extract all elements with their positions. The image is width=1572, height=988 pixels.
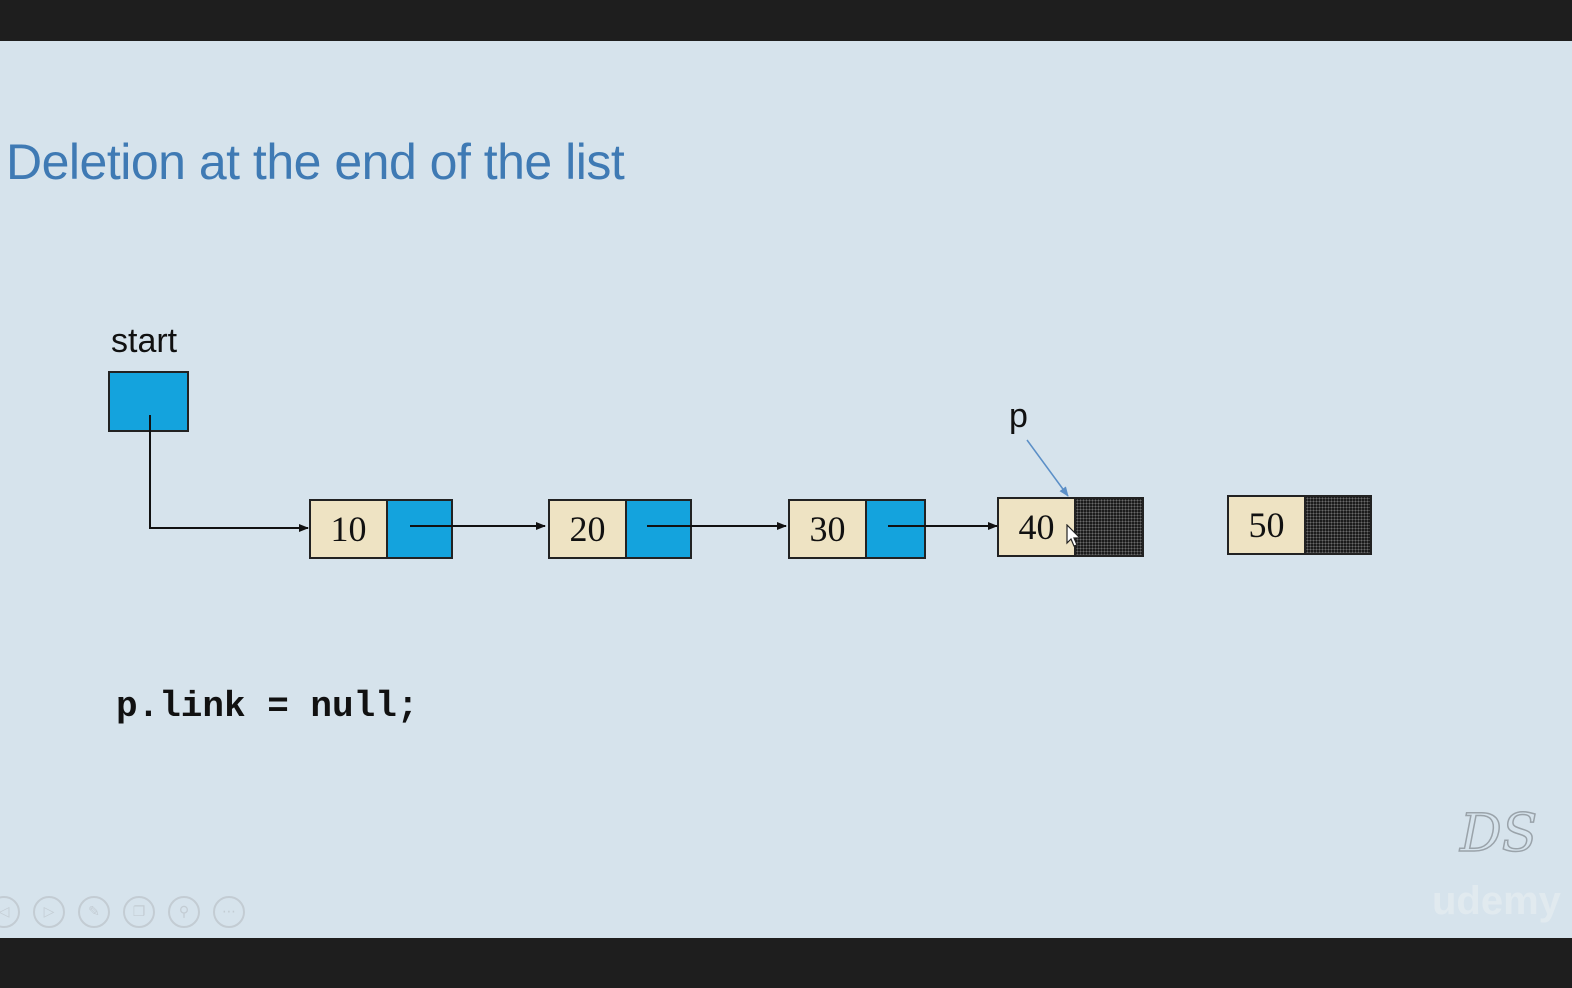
slide-title: Deletion at the end of the list [6,134,625,190]
pointer-p-label: p [1009,397,1028,435]
node-link-null [1306,497,1370,553]
top-letterbox-bar [0,0,1572,41]
node-data: 30 [790,501,867,557]
udemy-watermark: udemy [1432,879,1561,923]
list-node: 10 [309,499,453,559]
code-statement: p.link = null; [116,686,419,727]
connector-arrows [149,415,1069,532]
node-data: 50 [1229,497,1306,553]
ds-watermark-logo: DS [1459,803,1538,865]
slides-icon[interactable]: ❐ [123,896,155,928]
zoom-icon[interactable]: ⚲ [168,896,200,928]
list-node: 20 [548,499,692,559]
more-icon[interactable]: ⋯ [213,896,245,928]
next-icon[interactable]: ▷ [33,896,65,928]
previous-icon[interactable]: ◁ [0,896,20,928]
list-node: 30 [788,499,926,559]
list-node: 40 [997,497,1144,557]
node-link-null [1076,499,1142,555]
node-data: 10 [311,501,388,557]
node-data: 20 [550,501,627,557]
list-node: 50 [1227,495,1372,555]
pointer-p-arrow [1026,439,1069,497]
start-label: start [111,322,178,360]
mouse-cursor-icon [1066,524,1082,547]
pen-icon[interactable]: ✎ [78,896,110,928]
bottom-letterbox-bar [0,938,1572,988]
slideshow-controls: ◁ ▷ ✎ ❐ ⚲ ⋯ [0,896,245,928]
node-link [627,501,690,557]
node-data: 40 [999,499,1076,555]
start-pointer-box [108,371,189,432]
node-link [867,501,924,557]
start-to-node-arrow [149,415,309,532]
slide: Deletion at the end of the list start p … [0,41,1572,938]
node-link [388,501,451,557]
